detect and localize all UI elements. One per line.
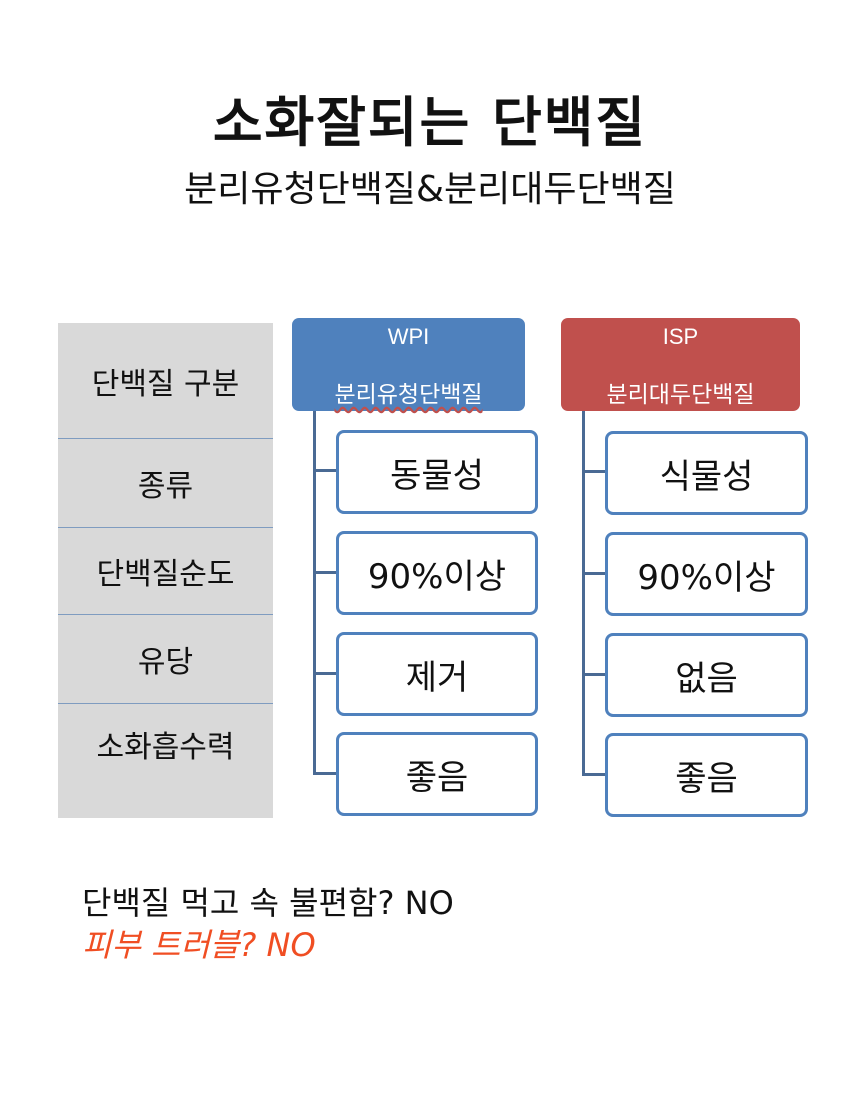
category-column: 단백질 구분 종류 단백질순도 유당 소화흡수력 bbox=[58, 323, 273, 818]
wpi-type-box: 동물성 bbox=[336, 430, 538, 514]
connector bbox=[313, 469, 338, 472]
page-subtitle: 분리유청단백질&분리대두단백질 bbox=[184, 169, 676, 210]
divider bbox=[58, 703, 273, 704]
wpi-code: WPI bbox=[387, 324, 430, 349]
connector bbox=[582, 773, 607, 776]
connector bbox=[313, 772, 338, 775]
connector bbox=[582, 470, 607, 473]
isp-lactose-box: 없음 bbox=[605, 633, 808, 717]
wpi-lactose-box: 제거 bbox=[336, 632, 538, 716]
category-digestion: 소화흡수력 bbox=[96, 730, 235, 765]
isp-digestion-box: 좋음 bbox=[605, 733, 808, 817]
category-header: 단백질 구분 bbox=[91, 366, 240, 402]
connector bbox=[313, 571, 338, 574]
page-title: 소화잘되는 단백질 bbox=[212, 91, 648, 154]
connector bbox=[582, 673, 607, 676]
connector bbox=[582, 572, 607, 575]
divider bbox=[58, 527, 273, 528]
wpi-name: 분리유청단백질 bbox=[334, 381, 483, 407]
wpi-header: WPI 분리유청단백질 bbox=[292, 318, 525, 411]
category-lactose: 유당 bbox=[137, 645, 194, 680]
isp-header: ISP 분리대두단백질 bbox=[561, 318, 800, 411]
isp-connector bbox=[582, 411, 585, 775]
isp-purity-box: 90%이상 bbox=[605, 532, 808, 616]
wpi-digestion-box: 좋음 bbox=[336, 732, 538, 816]
divider bbox=[58, 438, 273, 439]
note-skin: 피부 트러블? NO bbox=[82, 926, 316, 964]
note-stomach: 단백질 먹고 속 불편함? NO bbox=[82, 884, 454, 922]
isp-type-box: 식물성 bbox=[605, 431, 808, 515]
divider bbox=[58, 614, 273, 615]
category-purity: 단백질순도 bbox=[96, 557, 235, 592]
connector bbox=[313, 672, 338, 675]
wpi-connector bbox=[313, 411, 316, 775]
isp-code: ISP bbox=[662, 324, 699, 349]
category-type: 종류 bbox=[137, 469, 194, 504]
wpi-purity-box: 90%이상 bbox=[336, 531, 538, 615]
isp-name: 분리대두단백질 bbox=[606, 381, 755, 407]
